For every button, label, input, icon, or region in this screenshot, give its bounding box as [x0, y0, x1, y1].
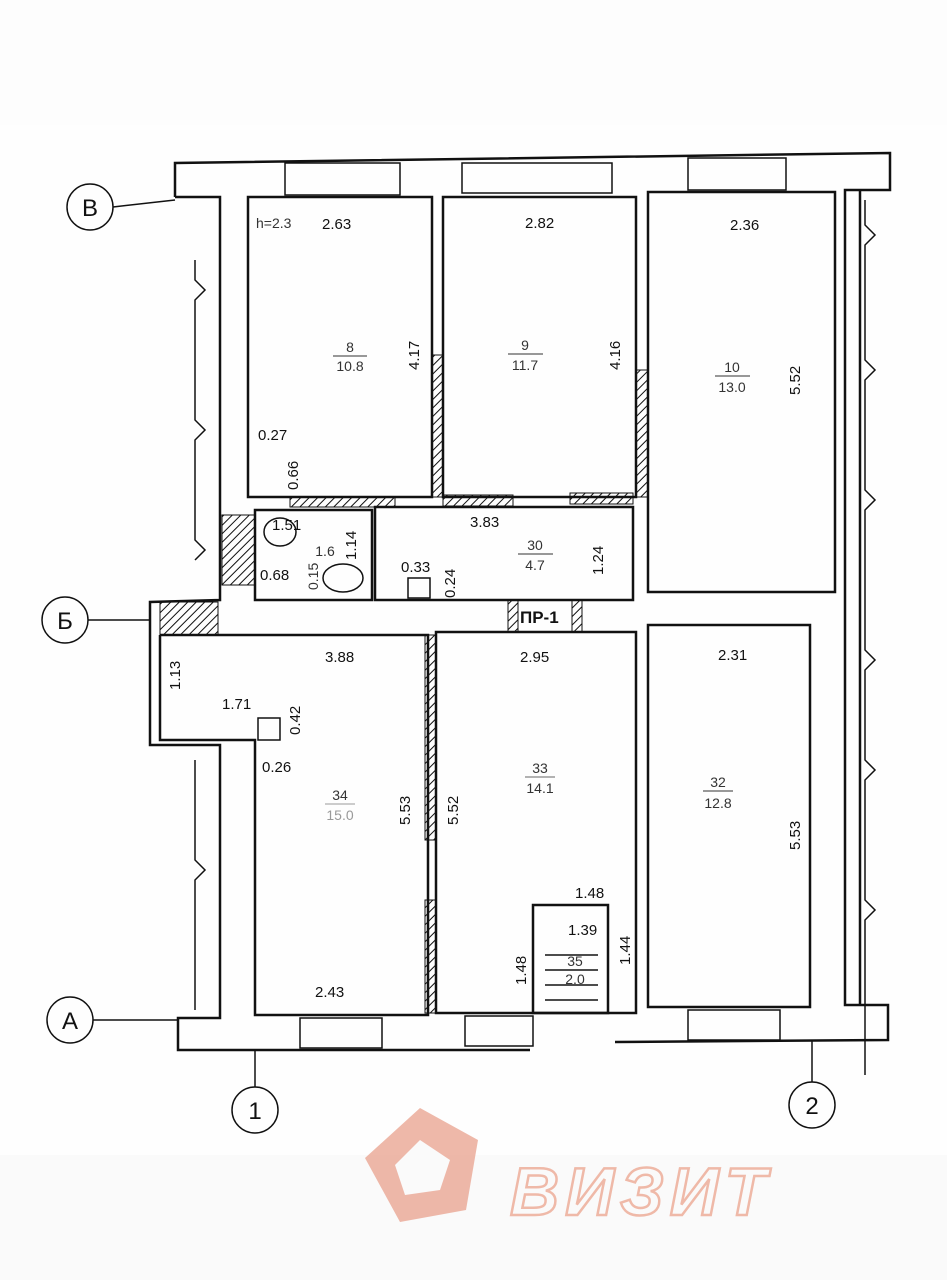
room-8-area: 10.8: [336, 358, 363, 374]
break-lines: [194, 200, 877, 1075]
dim-033: 0.33: [401, 559, 430, 576]
dim-027: 0.27: [258, 427, 287, 444]
dim-015: 0.15: [305, 563, 321, 590]
room-30-depth: 1.24: [590, 546, 607, 575]
room-32-depth: 5.53: [787, 821, 804, 850]
dim-113: 1.13: [167, 661, 184, 690]
room-31-width: 1.51: [272, 517, 301, 534]
exterior-walls: [148, 151, 892, 1052]
dim-066: 0.66: [285, 461, 302, 490]
room-35-width: 1.39: [568, 922, 597, 939]
room-30: [373, 505, 635, 602]
room-32-width: 2.31: [718, 647, 747, 664]
room-34-area: 15.0: [326, 807, 353, 823]
room-10-depth: 5.52: [787, 366, 804, 395]
brand-logo: ВИЗИТ: [365, 1108, 772, 1231]
room-9-depth: 4.16: [607, 341, 624, 370]
room-30-area: 4.7: [525, 557, 545, 573]
dim-024: 0.24: [442, 569, 459, 598]
room-labels: h=2.3 2.63 8 10.8 4.17 2.82 9 11.7 4.16 …: [167, 215, 804, 1001]
room-9-width: 2.82: [525, 215, 554, 232]
room-35-number: 35: [567, 953, 583, 969]
dim-148-top: 1.48: [575, 885, 604, 902]
room-10-area: 13.0: [718, 379, 745, 395]
svg-text:1: 1: [248, 1098, 261, 1125]
room-33-depth: 5.52: [445, 796, 462, 825]
dim-171: 1.71: [222, 696, 251, 713]
room-32-area: 12.8: [704, 795, 731, 811]
axis-a-marker: [46, 996, 94, 1044]
room-10-width: 2.36: [730, 217, 759, 234]
room-32-number: 32: [710, 774, 726, 790]
svg-text:А: А: [62, 1008, 78, 1035]
room-8-depth: 4.17: [406, 341, 423, 370]
room-30-width: 3.83: [470, 514, 499, 531]
room-35-stairs: [531, 903, 610, 1015]
hatched-partitions: [159, 354, 649, 1014]
height-note: h=2.3: [256, 215, 292, 231]
axis-markers: В Б А 1 2: [41, 183, 836, 1134]
room-34-width: 3.88: [325, 649, 354, 666]
room-8-width: 2.63: [322, 216, 351, 233]
axis-v-marker: [66, 183, 114, 231]
room-9-area: 11.7: [512, 357, 538, 373]
room-32: [646, 623, 812, 1009]
room-31-depth: 1.14: [343, 531, 360, 560]
room-30-number: 30: [527, 537, 543, 553]
room-34-depth: 5.53: [397, 796, 414, 825]
brand-name: ВИЗИТ: [510, 1154, 772, 1230]
room-35-depth: 1.44: [617, 936, 634, 965]
room-9: [441, 195, 638, 499]
room-34-bottom: 2.43: [315, 984, 344, 1001]
svg-text:2: 2: [805, 1093, 818, 1120]
svg-text:Б: Б: [57, 608, 73, 635]
axis-b-marker: [41, 596, 89, 644]
room-35-area: 2.0: [565, 971, 585, 987]
room-9-number: 9: [521, 337, 529, 353]
dim-026: 0.26: [262, 759, 291, 776]
room-31-area: 1.6: [315, 543, 335, 559]
room-33-number: 33: [532, 760, 548, 776]
axis-1-marker: [231, 1086, 279, 1134]
dim-148-side: 1.48: [513, 956, 530, 985]
axis-2-marker: [788, 1081, 836, 1129]
room-33-area: 14.1: [526, 780, 553, 796]
room-8-number: 8: [346, 339, 354, 355]
room-10-number: 10: [724, 359, 740, 375]
svg-text:В: В: [82, 195, 98, 222]
dim-042: 0.42: [287, 706, 304, 735]
dim-068: 0.68: [260, 567, 289, 584]
room-34-number: 34: [332, 787, 348, 803]
room-33-width: 2.95: [520, 649, 549, 666]
door-label: ПР-1: [520, 608, 559, 627]
